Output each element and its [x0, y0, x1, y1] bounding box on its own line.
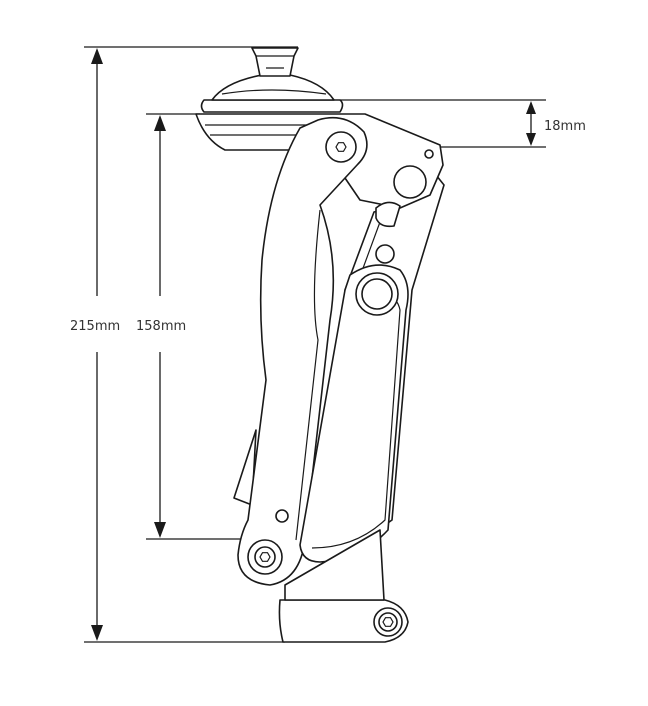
pyramid-adapter-dome — [211, 74, 335, 101]
pyramid-adapter-top — [251, 47, 299, 77]
upper-axis-hex-icon — [335, 142, 347, 152]
knee-housing — [195, 113, 444, 209]
upper-small-pin — [424, 149, 434, 159]
lower-small-pin — [275, 509, 289, 523]
front-strut — [299, 264, 409, 563]
rear-pivot — [393, 165, 427, 199]
rear-slot — [375, 201, 401, 228]
arrow-up — [526, 101, 536, 114]
arrow-up — [91, 48, 103, 64]
label-adapter-offset: 18mm — [544, 119, 586, 134]
lower-block — [278, 599, 409, 643]
lower-block-upper — [284, 529, 385, 601]
dimension-axis-to-base: 158mm — [136, 113, 298, 540]
arrow-down — [526, 133, 536, 146]
arrow-up — [154, 115, 166, 131]
arrow-down — [91, 625, 103, 641]
pyramid-dome-ring — [221, 89, 327, 95]
dimension-overall-height: 215mm — [70, 46, 298, 643]
label-axis-to-base: 158mm — [136, 319, 186, 334]
lower-pivot-hex-icon — [259, 552, 271, 562]
arrow-down — [154, 522, 166, 538]
front-strut-pivot-inner — [361, 278, 393, 310]
knee-joint — [195, 47, 445, 643]
base-bolt-hex-icon — [382, 617, 394, 627]
main-frame-inner-edge — [295, 209, 321, 541]
mid-pin — [375, 244, 395, 264]
lower-pivot-inner — [254, 546, 276, 568]
upper-axis-pivot — [325, 131, 357, 163]
main-frame — [237, 116, 368, 586]
base-bolt-inner — [378, 612, 398, 632]
label-overall-height: 215mm — [70, 319, 120, 334]
pyramid-adapter-base — [200, 99, 344, 113]
